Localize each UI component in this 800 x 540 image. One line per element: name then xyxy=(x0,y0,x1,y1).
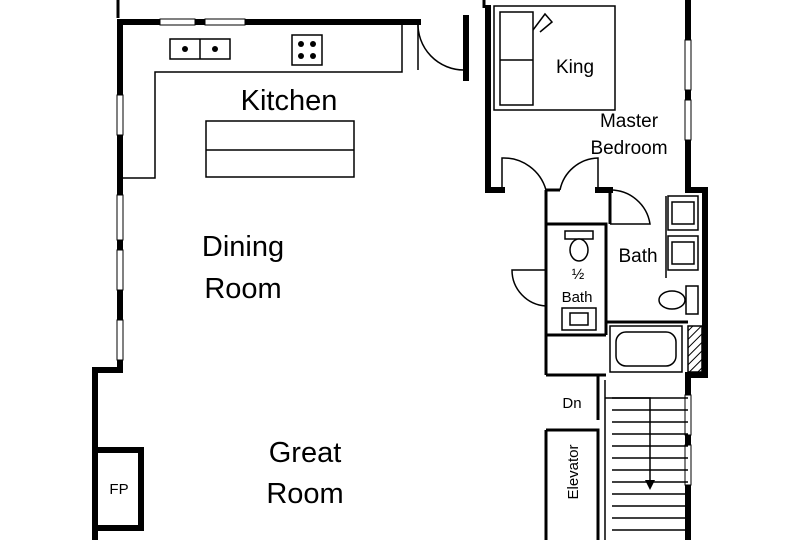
windows xyxy=(116,18,692,486)
master-bedroom-label-line2: Bedroom xyxy=(590,138,667,159)
great-room-label-line2: Room xyxy=(266,478,343,510)
bed-pillow xyxy=(499,11,534,106)
window-stair-2 xyxy=(684,444,692,486)
master-bedroom-label-line1: Master xyxy=(600,111,659,132)
elevator-label: Elevator xyxy=(565,444,582,499)
dining-room-label-line2: Room xyxy=(204,273,281,305)
kitchen-counters xyxy=(120,25,403,179)
window-stair-1 xyxy=(684,394,692,436)
window-dining-2 xyxy=(116,249,124,291)
entry-door[interactable] xyxy=(417,21,465,71)
bed-label: King xyxy=(556,57,594,78)
toilet-tank-half xyxy=(564,230,594,240)
master-bed: King xyxy=(493,5,616,111)
stairs-down-label: Dn xyxy=(562,395,581,412)
half-bath-door[interactable] xyxy=(511,269,547,307)
cooktop xyxy=(291,34,323,66)
elevator: Elevator xyxy=(565,444,582,499)
toilet-icon xyxy=(658,290,686,310)
window-master-1 xyxy=(684,39,692,91)
dining-room-label-line1: Dining xyxy=(202,231,284,263)
fireplace: FP xyxy=(95,447,144,531)
room-labels: Kitchen Dining Room Great Room Master Be… xyxy=(202,85,668,510)
window-kitchen-top-1 xyxy=(159,18,196,26)
toilet-half-icon xyxy=(569,238,589,262)
kitchen-island xyxy=(205,120,355,178)
window-dining-1 xyxy=(116,194,124,241)
window-kitchen-top-2 xyxy=(204,18,246,26)
toilet-tank xyxy=(685,285,699,315)
stairs: Dn xyxy=(562,380,688,540)
window-dining-3 xyxy=(116,319,124,361)
window-kitchen xyxy=(116,94,124,136)
half-bath-fraction: ½ xyxy=(572,266,585,283)
stair-arrow-icon xyxy=(645,480,655,490)
bath-fixtures xyxy=(609,195,703,373)
half-bath-fixtures: ½ Bath xyxy=(561,230,597,331)
kitchen-label: Kitchen xyxy=(241,85,338,117)
shower-wall-hatch xyxy=(687,325,703,373)
bath-door[interactable] xyxy=(609,189,651,225)
master-closet-doors[interactable] xyxy=(501,157,599,191)
fireplace-label: FP xyxy=(109,481,128,498)
bath-label: Bath xyxy=(618,246,657,267)
window-master-2 xyxy=(684,99,692,141)
half-bath-label: Bath xyxy=(562,289,593,306)
great-room-label-line1: Great xyxy=(269,437,342,469)
interior-walls xyxy=(544,188,688,540)
